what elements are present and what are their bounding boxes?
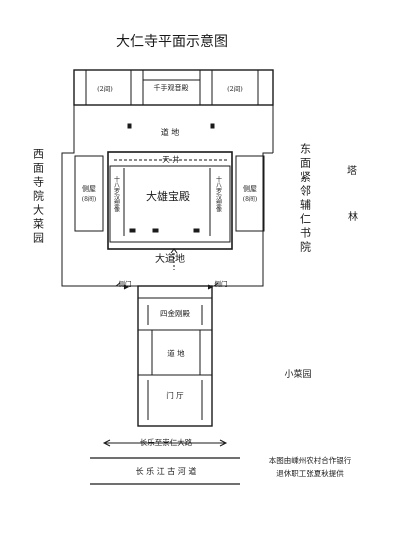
label-arhat-right: 十八罗汉塑像 — [215, 175, 222, 212]
label-tianjing: 天 井 — [162, 154, 180, 164]
label-side-room-right-count: (8间) — [243, 195, 258, 203]
label-road-upper: 长乐至崇仁大路 — [140, 437, 193, 447]
label-side-room-left-count: (8间) — [82, 195, 97, 203]
label-pagoda-forest-1: 塔 — [347, 164, 357, 177]
label-path-lower: 道 地 — [167, 348, 185, 358]
main-hall-frame — [107, 151, 233, 250]
label-road-lower: 长 乐 江 古 河 道 — [136, 466, 197, 476]
label-side-gate-right: 侧门 — [215, 279, 228, 288]
label-guanyin-hall: 千手观音殿 — [154, 83, 189, 92]
credit-line-1: 本图由嵊州农村合作银行 — [269, 455, 352, 465]
label-small-garden: 小菜园 — [284, 368, 311, 380]
label-wing-right: (2间) — [227, 85, 243, 93]
label-great-path: 大道地 — [155, 252, 185, 265]
rear-building — [73, 69, 274, 106]
label-west-garden: 西面寺院大菜园 — [32, 148, 45, 246]
label-side-gate-left: 侧门 — [119, 279, 132, 288]
label-side-room-right: 侧屋 — [243, 184, 257, 193]
side-room-right — [235, 155, 265, 232]
label-pagoda-forest-2: 林 — [348, 210, 358, 223]
label-east-academy: 东面紧邻辅仁书院 — [299, 143, 312, 255]
label-path-upper: 道 地 — [161, 127, 180, 137]
front-hall-complex — [137, 285, 213, 427]
label-gate-hall: 门 厅 — [166, 391, 184, 400]
label-arhat-left: 十八罗汉塑像 — [113, 175, 120, 212]
label-wing-left: (2间) — [97, 85, 113, 93]
credit-line-2: 退休职工张夏秋提供 — [276, 468, 344, 478]
diagram-title: 大仁寺平面示意图 — [116, 33, 228, 50]
side-room-left — [74, 155, 104, 232]
label-main-hall: 大雄宝殿 — [146, 189, 190, 203]
label-side-room-left: 侧屋 — [82, 184, 96, 193]
label-four-kings-hall: 四金刚殿 — [160, 308, 190, 318]
